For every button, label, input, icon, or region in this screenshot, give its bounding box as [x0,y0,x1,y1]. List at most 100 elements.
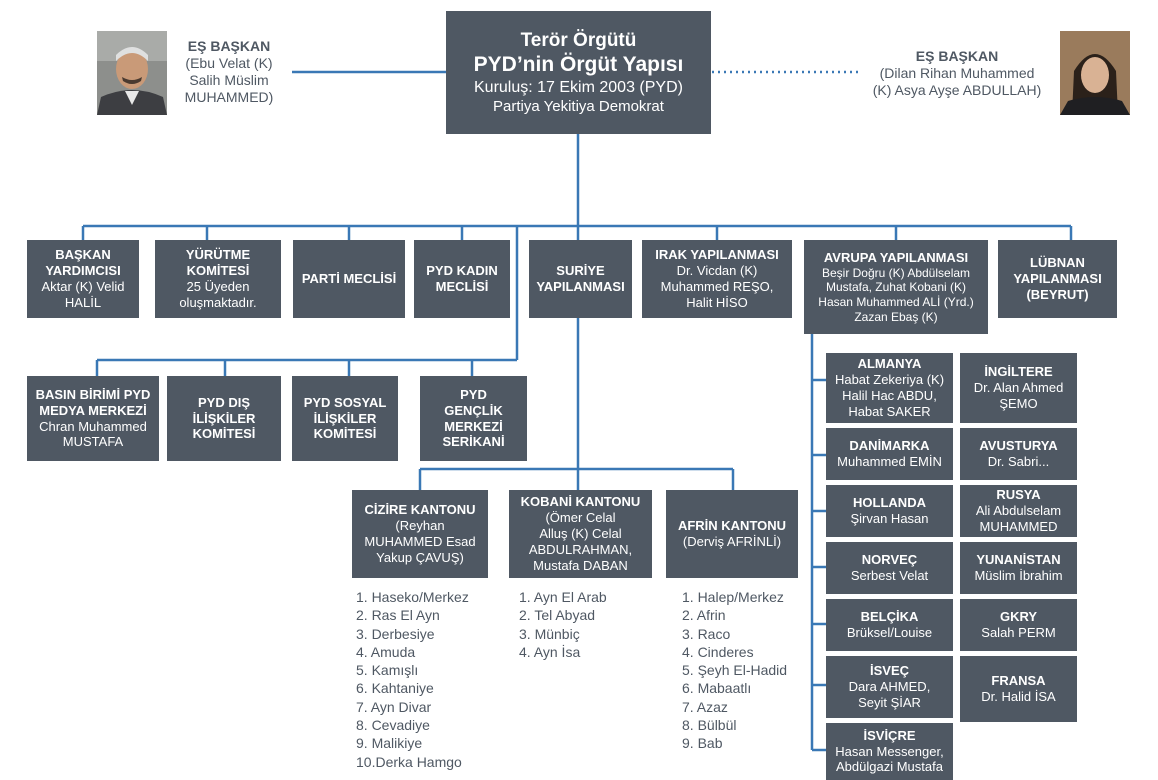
box-title: SERİKANİ [442,434,505,450]
box-title: CİZİRE KANTONU [364,502,476,518]
box-title: GKRY [999,609,1038,625]
box-title: AVRUPA YAPILANMASI [823,249,969,265]
box-line: Dr. Alan Ahmed [973,380,1064,396]
list-item: 4. Ayn İsa [519,643,581,660]
box-title: MEDYA MERKEZİ [39,402,147,418]
box-line: Şirvan Hasan [850,511,929,526]
list-item: 3. Raco [682,625,731,642]
co-chair-right-line2: (K) Asya Ayşe ABDULLAH) [872,82,1042,99]
box-title: IRAK YAPILANMASI [655,247,779,263]
box-line: Mustafa DABAN [533,557,628,573]
list-item: 8. Bülbül [682,717,737,734]
list-item: 6. Mabaatlı [682,680,752,697]
header-title-line1: Terör Örgütü [520,30,637,52]
box-europe-structure: AVRUPA YAPILANMASI Beşir Doğru (K) Abdül… [804,240,988,334]
list-item: 8. Cevadiye [356,717,430,734]
box-line: MUHAMMED Esad [364,534,476,549]
list-item: 7. Ayn Divar [356,698,432,715]
box-youth-center: PYD GENÇLİK MERKEZİ SERİKANİ [420,376,527,461]
box-netherlands: HOLLANDA Şirvan Hasan [826,485,953,537]
box-line: Aktar (K) Velid [41,279,125,294]
box-cizire-canton: CİZİRE KANTONU (Reyhan MUHAMMED Esad Yak… [352,490,488,578]
box-line: Serbest Velat [850,568,929,583]
co-chair-right-title: EŞ BAŞKAN [915,48,999,64]
list-item: 2. Afrin [682,607,726,624]
box-line: Halil Hac ABDU, [842,388,937,403]
list-item: 4. Cinderes [682,643,754,660]
box-title: PYD KADIN [426,263,498,279]
box-line: Dr. Sabri... [987,454,1050,469]
box-france: FRANSA Dr. Halid İSA [960,656,1077,722]
box-line: (Reyhan [395,518,445,534]
box-title: AFRİN KANTONU [677,518,787,534]
box-norway: NORVEÇ Serbest Velat [826,542,953,594]
box-line: Habat Zekeriya (K) [834,372,945,388]
co-chair-left-line3: MUHAMMED) [184,89,274,106]
box-sweden: İSVEÇ Dara AHMED, Seyit ŞİAR [826,656,953,718]
box-title: DANİMARKA [849,438,930,454]
box-line: Brüksel/Louise [846,625,933,640]
list-item: 2. Tel Abyad [519,607,596,624]
box-deputy-chair: BAŞKAN YARDIMCISI Aktar (K) Velid HALİL [27,240,139,318]
box-line: (Ömer Celal [545,510,616,526]
list-item: 6. Kahtaniye [356,680,434,697]
box-social-relations: PYD SOSYAL İLİŞKİLER KOMİTESİ [292,376,398,461]
list-item: 3. Münbiç [519,625,580,642]
box-title: İLİŞKİLER [313,410,377,426]
portrait-photo-left [97,31,167,115]
box-title: SURİYE [556,263,605,279]
box-title: FRANSA [991,673,1046,689]
box-russia: RUSYA Ali Abdulselam MUHAMMED [960,485,1077,537]
box-line: ŞEMO [999,395,1038,411]
list-item: 5. Kamışlı [356,662,419,679]
box-syria-structure: SURİYE YAPILANMASI [529,240,632,318]
box-title: KOBANİ KANTONU [520,494,641,510]
box-line: Beşir Doğru (K) Abdülselam [821,265,971,280]
co-chair-left-line2: Salih Müslim [189,72,269,89]
box-title: NORVEÇ [861,552,918,568]
list-item: 1. Halep/Merkez [682,589,784,605]
box-line: Habat SAKER [848,403,931,419]
box-line: Hasan Messenger, [835,743,944,759]
box-title: BELÇİKA [860,609,919,625]
box-england: İNGİLTERE Dr. Alan Ahmed ŞEMO [960,353,1077,423]
box-title: İNGİLTERE [984,364,1053,380]
box-line: ABDULRAHMAN, [528,541,633,557]
box-title: YAPILANMASI [536,279,625,294]
kobani-district-list: 1. Ayn El Arab 2. Tel Abyad 3. Münbiç 4.… [519,588,607,661]
box-executive-committee: YÜRÜTME KOMİTESİ 25 Üyeden oluşmaktadır. [155,240,281,318]
box-title: PYD [460,386,487,402]
header-box: Terör Örgütü PYD’nin Örgüt Yapısı Kurulu… [446,11,711,134]
box-title: İSVİÇRE [863,727,916,743]
afrin-district-list: 1. Halep/Merkez 2. Afrin 3. Raco 4. Cind… [682,588,787,753]
box-title: GENÇLİK [444,402,503,418]
box-title: (BEYRUT) [1026,286,1089,302]
box-title: PARTİ MECLİSİ [301,271,397,287]
box-line: Alluş (K) Celal [539,526,622,542]
box-line: MUSTAFA [62,434,124,450]
box-line: HALİL [64,294,102,310]
box-title: MECLİSİ [435,279,489,294]
list-item: 10.Derka Hamgo [356,753,462,770]
list-item: 1. Haseko/Merkez [356,589,469,605]
box-title: LÜBNAN [1030,255,1085,271]
box-line: oluşmaktadır. [179,294,257,310]
header-party-name: Partiya Yekitiya Demokrat [493,97,664,115]
box-line: Abdülgazi Mustafa [836,759,943,775]
box-line: Muhammed EMİN [837,454,942,469]
box-lebanon-structure: LÜBNAN YAPILANMASI (BEYRUT) [998,240,1117,318]
box-line: Dr. Vicdan (K) [676,263,758,279]
box-iraq-structure: IRAK YAPILANMASI Dr. Vicdan (K) Muhammed… [642,240,792,318]
box-line: Salah PERM [981,625,1056,640]
list-item: 7. Azaz [682,698,728,715]
box-germany: ALMANYA Habat Zekeriya (K) Halil Hac ABD… [826,353,953,423]
box-line: Yakup ÇAVUŞ) [376,549,464,565]
box-belgium: BELÇİKA Brüksel/Louise [826,599,953,651]
box-title: BASIN BİRİMİ PYD [35,386,151,402]
list-item: 2. Ras El Ayn [356,607,440,624]
cizire-district-list: 1. Haseko/Merkez 2. Ras El Ayn 3. Derbes… [356,588,469,771]
box-title: AVUSTURYA [979,438,1058,454]
box-line: Müslim İbrahim [974,568,1063,583]
box-line: Seyit ŞİAR [858,694,921,710]
